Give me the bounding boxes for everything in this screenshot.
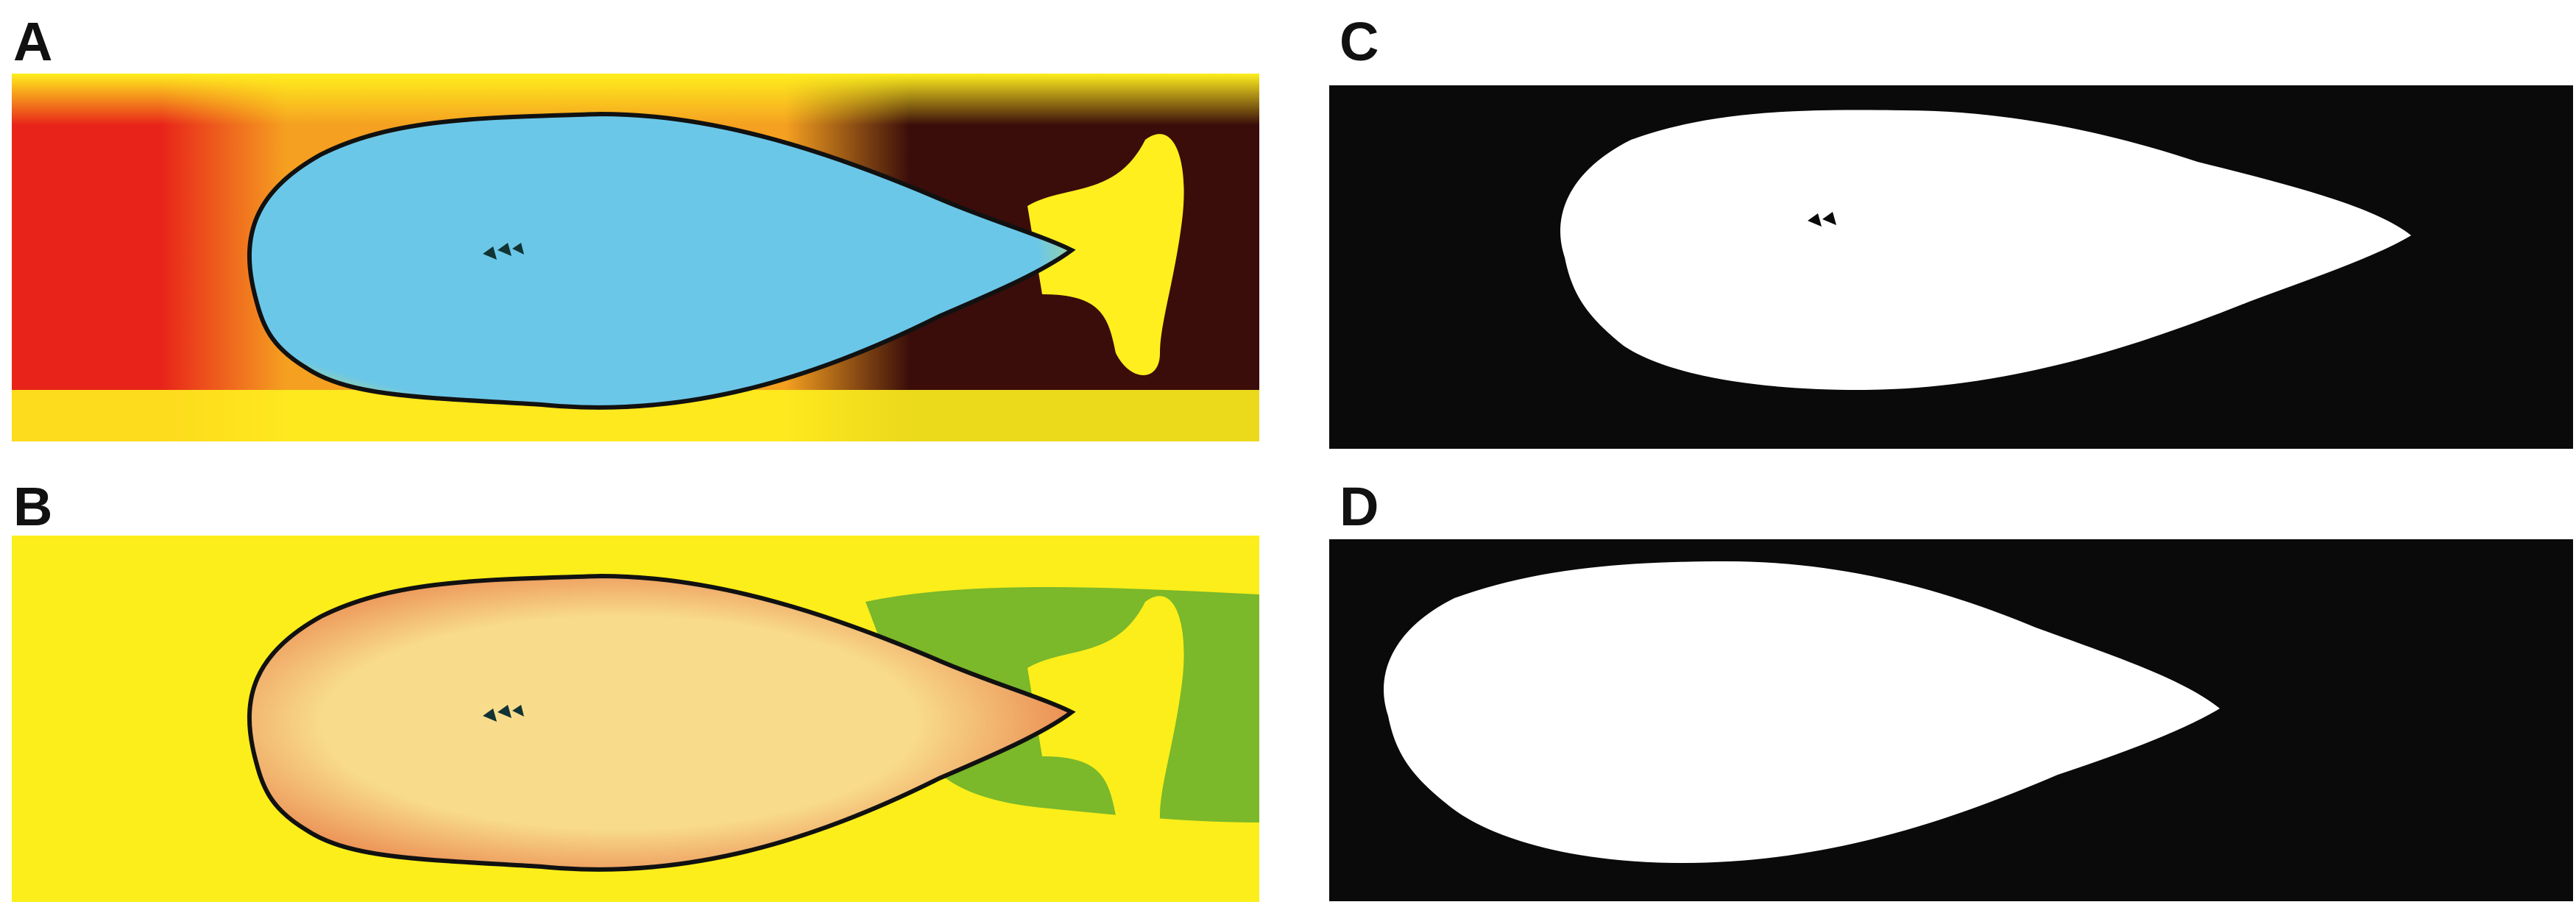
panel-b-image: [12, 536, 1259, 902]
panel-label-a: A: [13, 11, 53, 72]
panel-a-marker: [483, 243, 524, 260]
panel-a-tail: [1027, 134, 1184, 375]
panel-a-body: [247, 111, 1076, 410]
panel-label-b: B: [13, 476, 53, 537]
panel-d-body-mask: [1384, 561, 2220, 863]
panel-b-tail: [1027, 596, 1184, 837]
panel-b-marker: [483, 705, 524, 722]
panel-label-d: D: [1340, 476, 1379, 537]
panel-a-image: [12, 74, 1259, 441]
panel-c-top-edge: [1329, 81, 2573, 85]
panel-c-marker: [1808, 212, 1836, 227]
panel-b-body: [247, 573, 1076, 872]
panel-d-mask: [1329, 539, 2573, 901]
panel-label-c: C: [1340, 11, 1379, 72]
panel-c-mask: [1329, 81, 2573, 449]
panel-c-body-mask: [1560, 110, 2411, 390]
